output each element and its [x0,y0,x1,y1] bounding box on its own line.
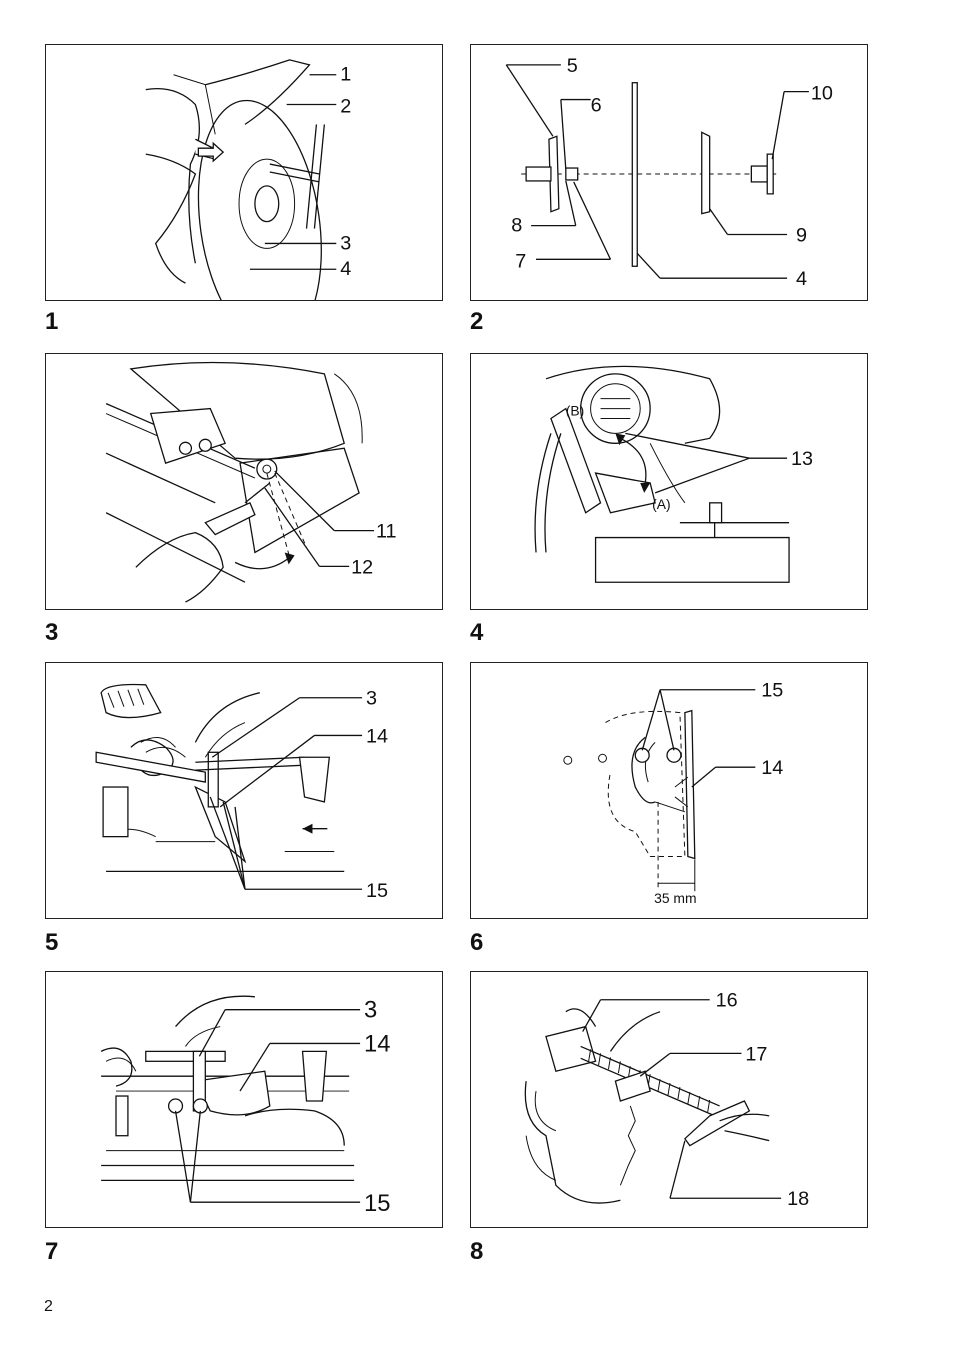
figure-8-panel: 16 17 18 [470,971,868,1228]
figure-5-callout-15: 15 [366,880,388,902]
figure-1-panel: 1 2 3 4 [45,44,443,301]
figure-5-callout-14: 14 [366,725,388,747]
figure-6-callout-15: 15 [761,680,783,702]
figure-2-callout-9: 9 [796,224,807,246]
figure-3-illustration: 11 12 [105,361,397,603]
figure-2-panel: 5 6 10 8 9 7 4 [470,44,868,301]
figure-2-number: 2 [470,308,484,335]
figure-1-callout-4: 4 [340,258,351,280]
figure-8-illustration: 16 17 18 [524,990,809,1210]
figure-5-callout-3: 3 [366,688,377,710]
figure-4-label-a: (A) [652,496,671,512]
figure-4-label-b: (B) [566,403,585,419]
figure-2-callout-6: 6 [591,94,602,116]
figure-8-callout-16: 16 [716,990,738,1012]
figure-7-number: 7 [45,1238,59,1265]
figure-2-callout-4: 4 [796,268,807,290]
figure-1-number: 1 [45,308,59,335]
figure-4-callout-13: 13 [791,448,813,470]
figure-8-number: 8 [470,1238,484,1265]
figure-6-dimension: 35 mm [654,890,696,906]
figure-5-illustration: 3 14 15 [95,683,388,902]
figure-6-panel: 35 mm 15 14 [470,662,868,919]
figure-2-callout-10: 10 [811,83,833,105]
figure-7-panel: 3 14 15 [45,971,443,1228]
figure-7-callout-15: 15 [364,1190,390,1217]
figure-4-panel: (B) (A) 13 [470,353,868,610]
figure-5-panel: 3 14 15 [45,662,443,919]
figure-2-illustration: 5 6 10 8 9 7 4 [505,55,833,290]
figure-1-illustration: 1 2 3 4 [145,59,351,300]
figure-7-illustration: 3 14 15 [100,995,391,1217]
figure-4-number: 4 [470,619,484,646]
figure-4-illustration: (B) (A) 13 [534,365,813,583]
figure-3-callout-12: 12 [351,556,373,578]
figure-7-callout-3: 3 [364,997,377,1024]
figure-8-callout-17: 17 [745,1043,767,1065]
figure-6-number: 6 [470,929,484,956]
figure-6-callout-14: 14 [761,757,783,779]
figure-3-number: 3 [45,619,59,646]
figure-1-callout-1: 1 [340,64,351,86]
page-number: 2 [44,1298,53,1315]
figure-1-callout-2: 2 [340,95,351,117]
figure-2-callout-7: 7 [515,250,526,272]
figure-1-callout-3: 3 [340,232,351,254]
figure-8-callout-18: 18 [787,1188,809,1210]
figure-3-callout-11: 11 [376,521,397,543]
figure-2-callout-8: 8 [511,215,522,237]
figure-7-callout-14: 14 [364,1030,390,1057]
figure-3-panel: 11 12 [45,353,443,610]
figure-5-number: 5 [45,929,59,956]
figure-6-illustration: 35 mm 15 14 [563,680,783,906]
figure-2-callout-5: 5 [567,55,578,77]
